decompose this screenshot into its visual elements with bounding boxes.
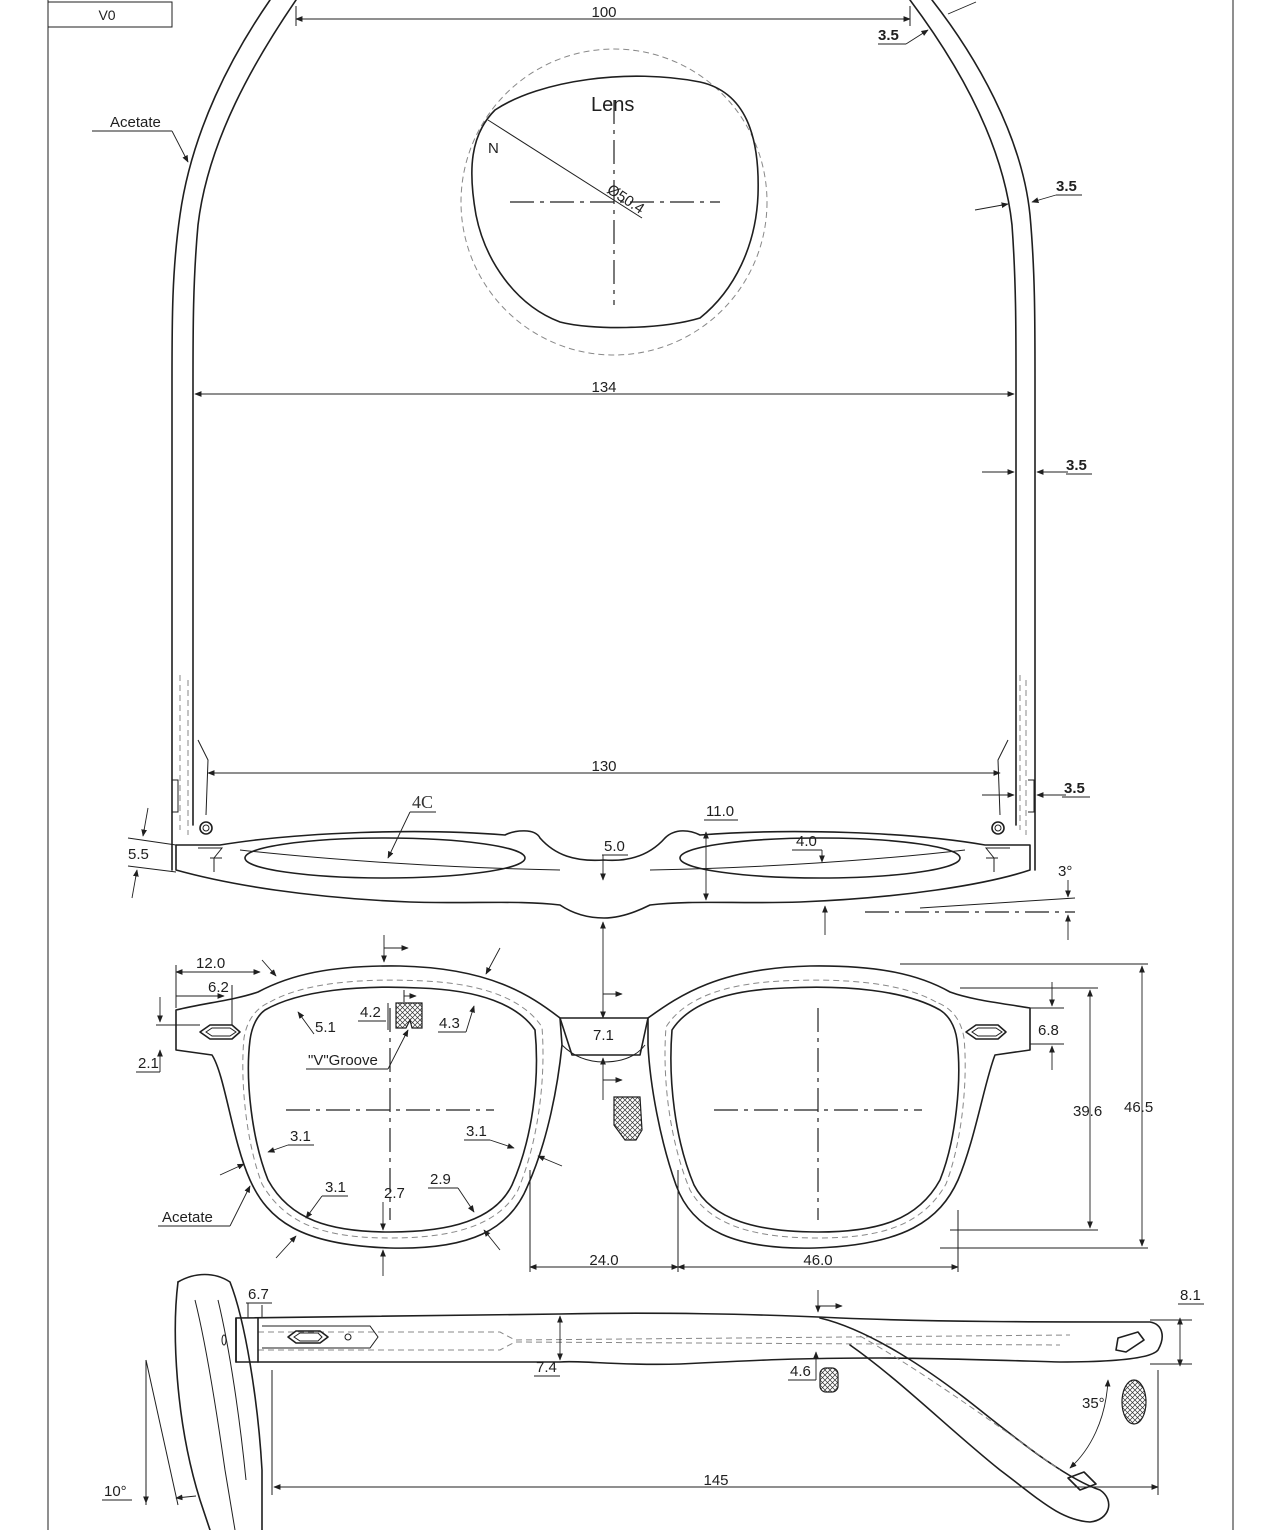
left-lens-top [244, 837, 526, 879]
left-temple-inner [192, 0, 297, 826]
dim-temple-height: 7.4 [536, 1359, 557, 1376]
dim-tip-height: 8.1 [1180, 1287, 1201, 1304]
right-rim-outer [647, 965, 1031, 1249]
dim-rim-depth: 4.0 [796, 833, 817, 850]
dim-temple-thickness-right: 3.5 [1056, 178, 1077, 195]
left-temple-outer [171, 0, 271, 871]
dim-frame-height: 46.5 [1124, 1099, 1153, 1116]
front-view: 12.0 6.2 2.1 5.1 4.2 4.3 "V"Groove 7.1 [136, 935, 1153, 1276]
top-view: 100 3.5 Acetate 3.5 134 3.5 130 3.5 [92, 0, 1092, 1010]
right-temple-inner [909, 0, 1017, 826]
dim-groove-width: 4.2 [360, 1004, 381, 1021]
groove-label: "V"Groove [308, 1052, 378, 1069]
dim-rim-top-outer: 4.3 [439, 1015, 460, 1032]
dim-bridge-height: 7.1 [593, 1027, 614, 1044]
temple-folded [819, 1317, 1110, 1523]
lens-diameter: Ø50.4 [604, 181, 648, 218]
dim-bridge-depth: 11.0 [706, 803, 734, 820]
side-view: 6.7 7.4 8.1 4.6 35° 145 10° [102, 1273, 1204, 1530]
version-box: V0 [47, 1, 173, 28]
left-rim-inner [247, 986, 538, 1233]
material-label-top: Acetate [110, 114, 161, 131]
dim-bridge-width: 24.0 [589, 1252, 618, 1269]
groove-section [395, 1002, 423, 1029]
dim-pantoscopic-angle: 10° [104, 1483, 127, 1500]
front-profile [177, 1273, 263, 1530]
temple-section [819, 1367, 839, 1393]
material-label-front: Acetate [162, 1209, 213, 1226]
dim-rim-bottom-center: 2.7 [384, 1185, 405, 1202]
tip-section [1121, 1379, 1147, 1425]
dim-tip-angle: 35° [1082, 1395, 1105, 1412]
dim-rim-side-right: 3.1 [466, 1123, 487, 1140]
dim-hinge-thickness: 3.5 [1064, 780, 1085, 797]
dim-endpiece-height: 2.1 [138, 1055, 159, 1072]
dim-hinge-block: 6.7 [248, 1286, 269, 1303]
right-lens-top [679, 837, 961, 879]
left-hinge-screw [199, 821, 213, 835]
dim-hinge-width: 130 [591, 758, 616, 775]
dim-lens-height: 39.6 [1073, 1103, 1102, 1120]
dim-hinge-height: 6.8 [1038, 1022, 1059, 1039]
dim-rim-side-left: 3.1 [290, 1128, 311, 1145]
right-hinge-diamond [965, 1024, 1007, 1040]
right-temple-outer [931, 0, 1036, 871]
dim-rim-bottom-right: 2.9 [430, 1171, 451, 1188]
temple-upper [235, 1312, 1163, 1366]
dim-temple-spread-top: 100 [591, 4, 616, 21]
right-hinge-screw [991, 821, 1005, 835]
bridge [559, 1017, 649, 1056]
left-rim-outer [175, 965, 563, 1249]
dim-endpiece-length: 12.0 [196, 955, 225, 972]
sheet-border [47, 0, 1234, 1530]
left-hinge-diamond [199, 1024, 241, 1040]
dim-rim-bottom-left: 3.1 [325, 1179, 346, 1196]
dim-lens-width: 46.0 [803, 1252, 832, 1269]
dim-hinge-offset: 6.2 [208, 979, 229, 996]
lens-outline [471, 75, 759, 329]
bridge-section [613, 1096, 643, 1141]
dim-overall-width-inner: 134 [591, 379, 616, 396]
dim-rim-top-inner: 5.1 [315, 1019, 336, 1036]
dim-endpiece-thickness: 5.5 [128, 846, 149, 863]
side-hinge-diamond [287, 1330, 329, 1344]
lens-title: Lens [591, 94, 634, 116]
lens-nasal-mark: N [488, 140, 499, 157]
curve-label: 4C [412, 792, 433, 812]
dim-temple-length: 145 [703, 1472, 728, 1489]
lens-shape-view: Lens N Ø50.4 [460, 48, 768, 356]
version-label: V0 [98, 7, 115, 23]
lens-blank-circle [460, 48, 768, 356]
dim-temple-thickness-mid: 3.5 [1066, 457, 1087, 474]
dim-temple-width-top: 3.5 [878, 27, 899, 44]
dim-bridge-thickness: 5.0 [604, 838, 625, 855]
right-rim-inner [670, 986, 960, 1233]
dim-face-angle: 3° [1058, 863, 1072, 880]
frame-top-outline [175, 830, 1031, 919]
dim-temple-thickness: 4.6 [790, 1363, 811, 1380]
